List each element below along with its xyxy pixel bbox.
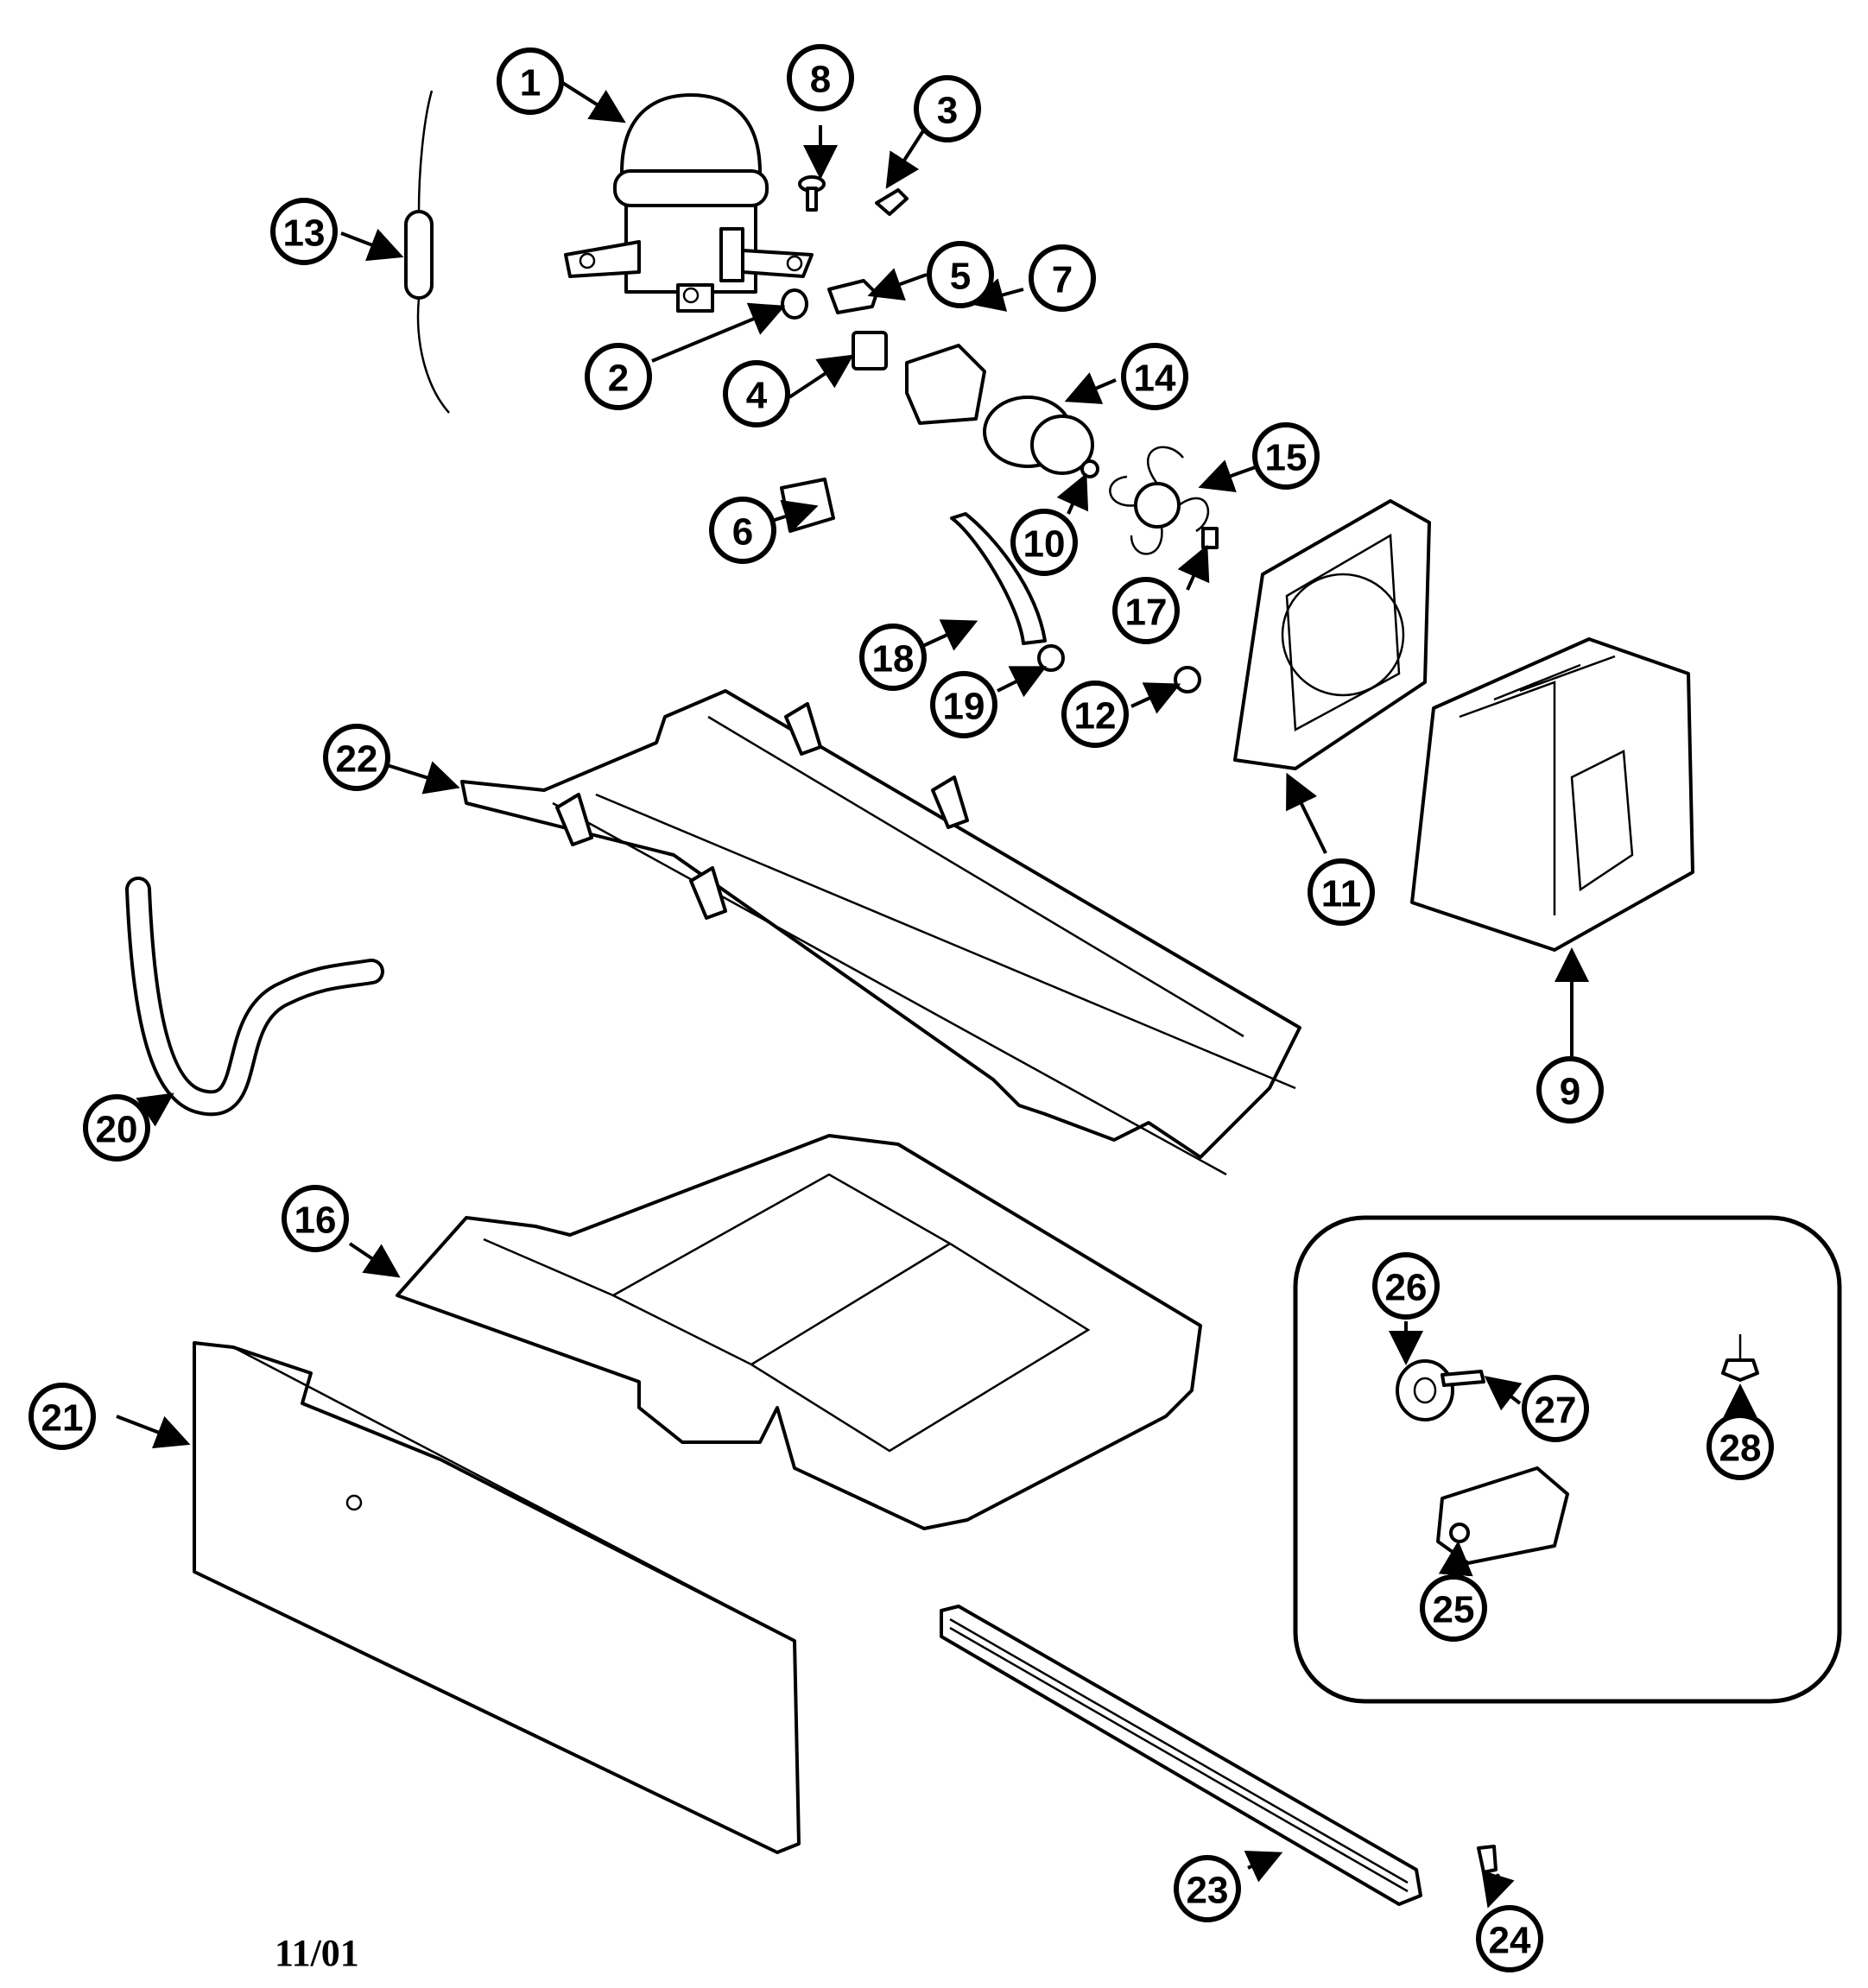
part-screw-8 xyxy=(798,175,826,212)
callout-28: 28 xyxy=(1707,1413,1774,1480)
svg-text:15: 15 xyxy=(1265,437,1308,479)
svg-text:13: 13 xyxy=(283,212,326,255)
svg-text:18: 18 xyxy=(872,638,915,681)
callout-3: 3 xyxy=(914,75,981,142)
caster-inset-frame xyxy=(1293,1215,1842,1704)
callout-12: 12 xyxy=(1061,681,1129,748)
callout-1: 1 xyxy=(497,47,564,115)
callout-16: 16 xyxy=(282,1185,349,1252)
svg-text:14: 14 xyxy=(1134,358,1176,400)
callout-8: 8 xyxy=(787,44,854,111)
svg-text:12: 12 xyxy=(1074,695,1117,738)
callout-15: 15 xyxy=(1252,422,1320,490)
callout-5: 5 xyxy=(927,241,994,308)
callout-13: 13 xyxy=(270,198,338,265)
part-grommet-12 xyxy=(1174,666,1201,693)
callout-27: 27 xyxy=(1522,1375,1589,1442)
svg-text:7: 7 xyxy=(1052,259,1073,301)
part-leveler-28 xyxy=(1721,1334,1759,1382)
svg-text:21: 21 xyxy=(41,1397,84,1440)
svg-text:17: 17 xyxy=(1125,592,1168,634)
revision-date: 11/01 xyxy=(275,1932,359,1974)
svg-text:6: 6 xyxy=(732,511,753,554)
part-nut-10 xyxy=(1080,459,1099,478)
callout-2: 2 xyxy=(585,343,652,410)
part-fan-blade-15 xyxy=(1109,446,1210,555)
callout-20: 20 xyxy=(83,1094,150,1162)
svg-text:11: 11 xyxy=(1321,873,1362,915)
svg-text:22: 22 xyxy=(336,738,378,781)
callout-11: 11 xyxy=(1308,858,1375,926)
svg-text:1: 1 xyxy=(520,62,541,104)
part-overload-7 xyxy=(905,344,986,425)
part-grommet-2 xyxy=(781,288,808,320)
callout-24: 24 xyxy=(1476,1905,1543,1972)
part-clip-17 xyxy=(1201,527,1219,549)
callout-9: 9 xyxy=(1536,1056,1604,1124)
part-motor-14 xyxy=(983,396,1094,475)
callout-17: 17 xyxy=(1112,577,1180,644)
part-switch-6 xyxy=(780,478,835,533)
svg-text:20: 20 xyxy=(96,1109,138,1151)
callout-21: 21 xyxy=(28,1383,96,1450)
part-clip-3 xyxy=(875,188,909,216)
part-grille xyxy=(940,1605,1422,1906)
svg-text:16: 16 xyxy=(294,1200,337,1242)
part-bracket-5 xyxy=(827,279,878,314)
part-clip-24 xyxy=(1477,1845,1498,1874)
svg-text:9: 9 xyxy=(1560,1071,1580,1113)
callout-22: 22 xyxy=(323,724,390,791)
leader-lines xyxy=(116,80,1757,1909)
callout-7: 7 xyxy=(1029,244,1096,312)
callout-14: 14 xyxy=(1121,343,1188,410)
callout-26: 26 xyxy=(1372,1252,1440,1320)
svg-text:19: 19 xyxy=(943,686,985,728)
svg-text:25: 25 xyxy=(1433,1589,1475,1631)
callout-23: 23 xyxy=(1174,1855,1241,1922)
svg-text:27: 27 xyxy=(1535,1390,1577,1432)
part-drain-hose xyxy=(125,877,384,1117)
svg-text:24: 24 xyxy=(1489,1920,1531,1962)
svg-text:28: 28 xyxy=(1719,1428,1762,1470)
svg-text:8: 8 xyxy=(810,59,831,101)
part-bracket-18 xyxy=(950,512,1047,645)
part-roller-26 xyxy=(1396,1359,1454,1421)
part-condenser xyxy=(1410,637,1694,952)
svg-text:3: 3 xyxy=(937,90,958,132)
svg-text:23: 23 xyxy=(1187,1870,1229,1912)
part-compressor xyxy=(564,93,814,313)
part-grommet-19 xyxy=(1037,644,1065,672)
part-relay-4 xyxy=(852,331,888,370)
callout-18: 18 xyxy=(859,624,927,691)
part-drain-pan xyxy=(396,1134,1202,1530)
svg-text:2: 2 xyxy=(608,358,629,400)
part-front-panel xyxy=(193,1341,801,1854)
svg-text:10: 10 xyxy=(1023,523,1066,566)
svg-text:4: 4 xyxy=(746,375,768,417)
svg-text:5: 5 xyxy=(950,256,971,298)
svg-text:26: 26 xyxy=(1385,1267,1428,1309)
part-base-rail xyxy=(460,689,1301,1176)
part-drier xyxy=(404,90,450,414)
part-fan-shroud xyxy=(1233,499,1431,770)
callout-6: 6 xyxy=(709,497,776,564)
callout-10: 10 xyxy=(1010,509,1078,576)
callout-19: 19 xyxy=(930,671,997,738)
callout-4: 4 xyxy=(723,360,790,427)
callout-25: 25 xyxy=(1420,1574,1487,1642)
part-axle-27 xyxy=(1441,1370,1485,1387)
